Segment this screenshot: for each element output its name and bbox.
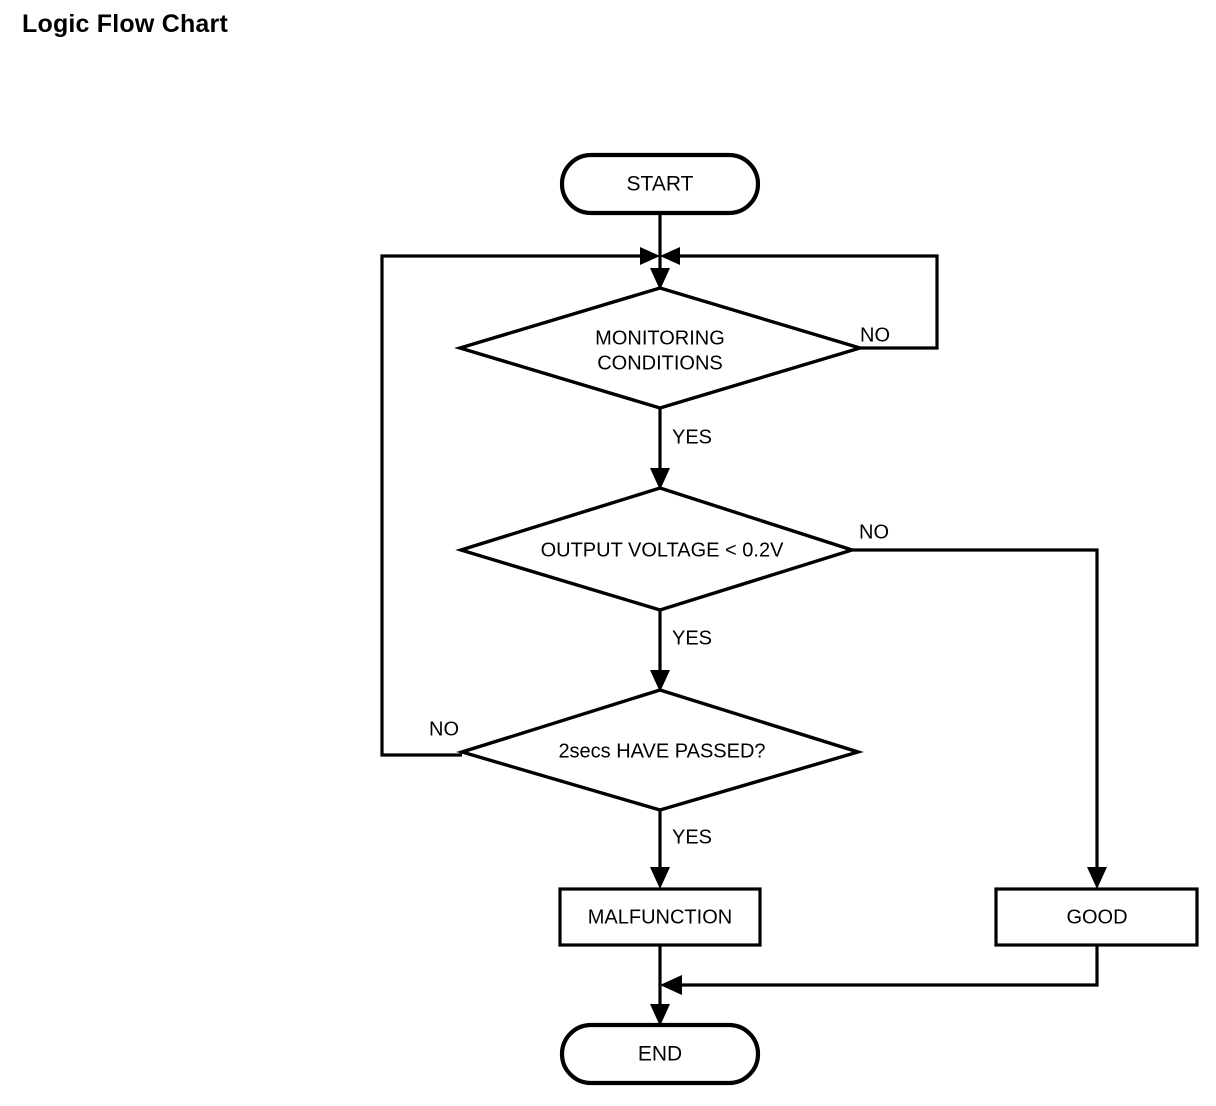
malfunction-box-shape — [558, 887, 762, 947]
node-output-voltage[interactable]: OUTPUT VOLTAGE < 0.2V — [455, 486, 858, 612]
arrowhead-good-merge — [660, 975, 682, 995]
timer-label: 2secs HAVE PASSED? — [558, 740, 765, 762]
edge-label-voltage-no: NO — [859, 521, 889, 543]
node-good[interactable]: GOOD — [994, 887, 1199, 947]
edge-voltage-no-to-good — [852, 548, 1099, 884]
timer-diamond-shape — [456, 688, 864, 812]
node-malfunction[interactable]: MALFUNCTION — [558, 887, 762, 947]
arrowhead-right-rail-into-junction — [660, 247, 680, 265]
malfunction-label: MALFUNCTION — [588, 906, 732, 928]
end-terminator-shape — [559, 1022, 761, 1086]
arrowhead-left-rail-into-junction — [640, 247, 660, 265]
arrowhead-into-end — [650, 1004, 670, 1026]
node-start[interactable]: START — [559, 152, 761, 216]
edge-monitoring-no-loop-rail — [675, 254, 939, 350]
arrowhead-into-timer — [650, 670, 670, 692]
arrowhead-into-monitoring — [650, 268, 670, 290]
edge-good-to-end — [675, 945, 1099, 987]
monitoring-label-line2: CONDITIONS — [597, 352, 723, 374]
node-monitoring-conditions[interactable]: MONITORING CONDITIONS — [454, 286, 866, 410]
start-terminator-shape — [559, 152, 761, 216]
edge-label-monitoring-yes: YES — [672, 426, 712, 448]
edge-label-timer-no: NO — [429, 718, 459, 740]
voltage-diamond-shape — [455, 486, 858, 612]
arrowhead-into-malfunction — [650, 867, 670, 889]
voltage-label: OUTPUT VOLTAGE < 0.2V — [541, 539, 785, 561]
end-label: END — [638, 1043, 682, 1066]
edge-label-voltage-yes: YES — [672, 627, 712, 649]
monitoring-label-line1: MONITORING — [595, 327, 725, 349]
edge-timer-no-loop-rail — [380, 254, 645, 757]
edge-label-timer-yes: YES — [672, 826, 712, 848]
edge-label-monitoring-no: NO — [860, 324, 890, 346]
node-timer-check[interactable]: 2secs HAVE PASSED? — [456, 688, 864, 812]
good-label: GOOD — [1066, 906, 1127, 928]
start-label: START — [627, 173, 694, 196]
node-end[interactable]: END — [559, 1022, 761, 1086]
good-box-shape — [994, 887, 1199, 947]
monitoring-diamond-shape — [454, 286, 866, 410]
page-title: Logic Flow Chart — [22, 10, 228, 38]
arrowhead-into-voltage — [650, 468, 670, 490]
arrowhead-into-good — [1087, 867, 1107, 889]
